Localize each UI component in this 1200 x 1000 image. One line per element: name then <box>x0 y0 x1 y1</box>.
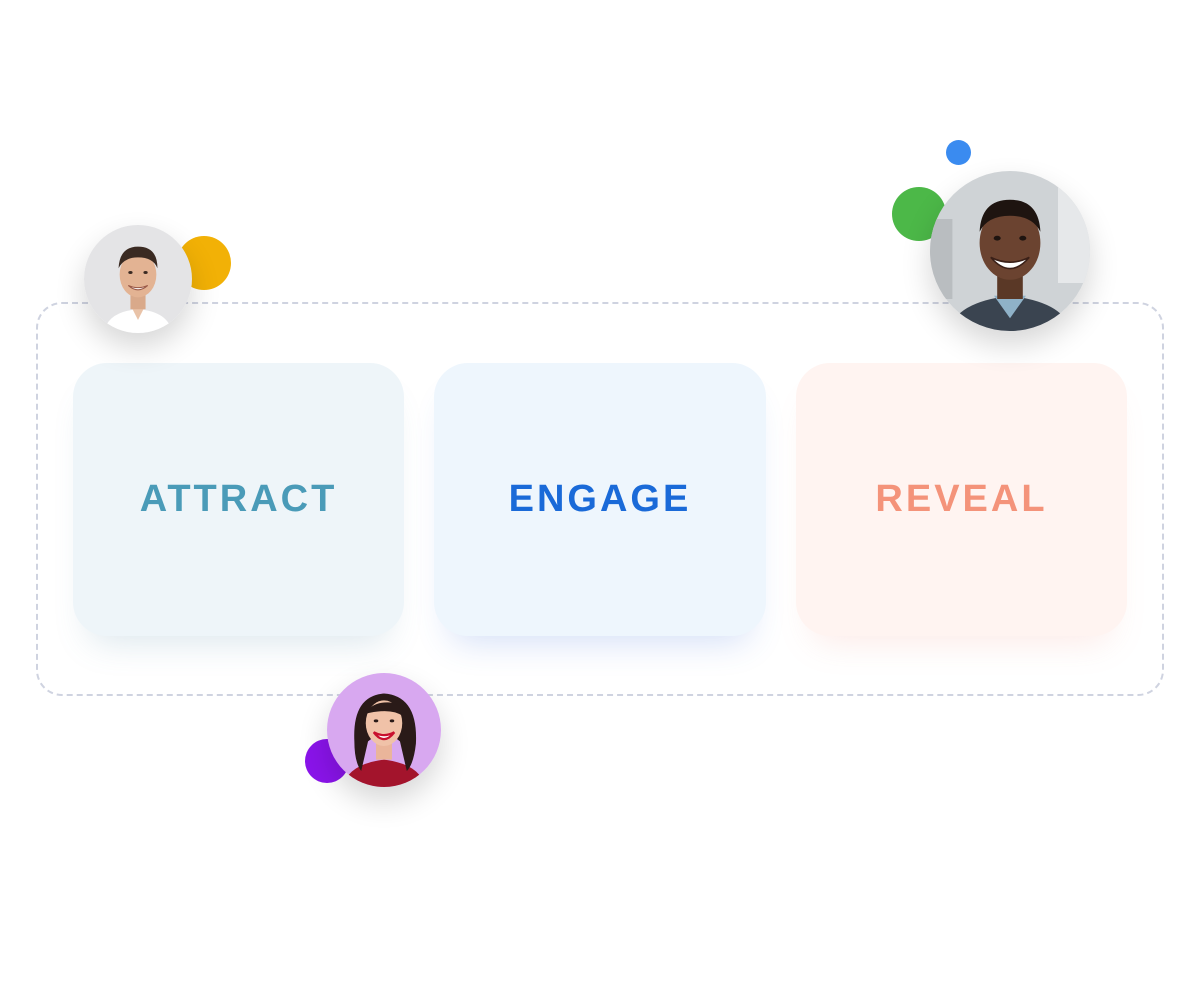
reveal-card: REVEAL <box>796 363 1127 636</box>
engage-card: ENGAGE <box>434 363 766 636</box>
engage-label: ENGAGE <box>508 478 692 520</box>
man-avatar-left-image <box>84 225 192 333</box>
man-avatar-right-image <box>930 171 1090 331</box>
dashed-frame <box>36 302 1164 696</box>
woman-avatar-image <box>327 673 441 787</box>
man-avatar-left <box>84 225 192 333</box>
attract-label: ATTRACT <box>139 478 338 520</box>
man-avatar-right <box>930 171 1090 331</box>
woman-avatar <box>327 673 441 787</box>
reveal-label: REVEAL <box>875 478 1048 520</box>
blue-accent-dot <box>946 140 971 165</box>
attract-card: ATTRACT <box>73 363 404 636</box>
